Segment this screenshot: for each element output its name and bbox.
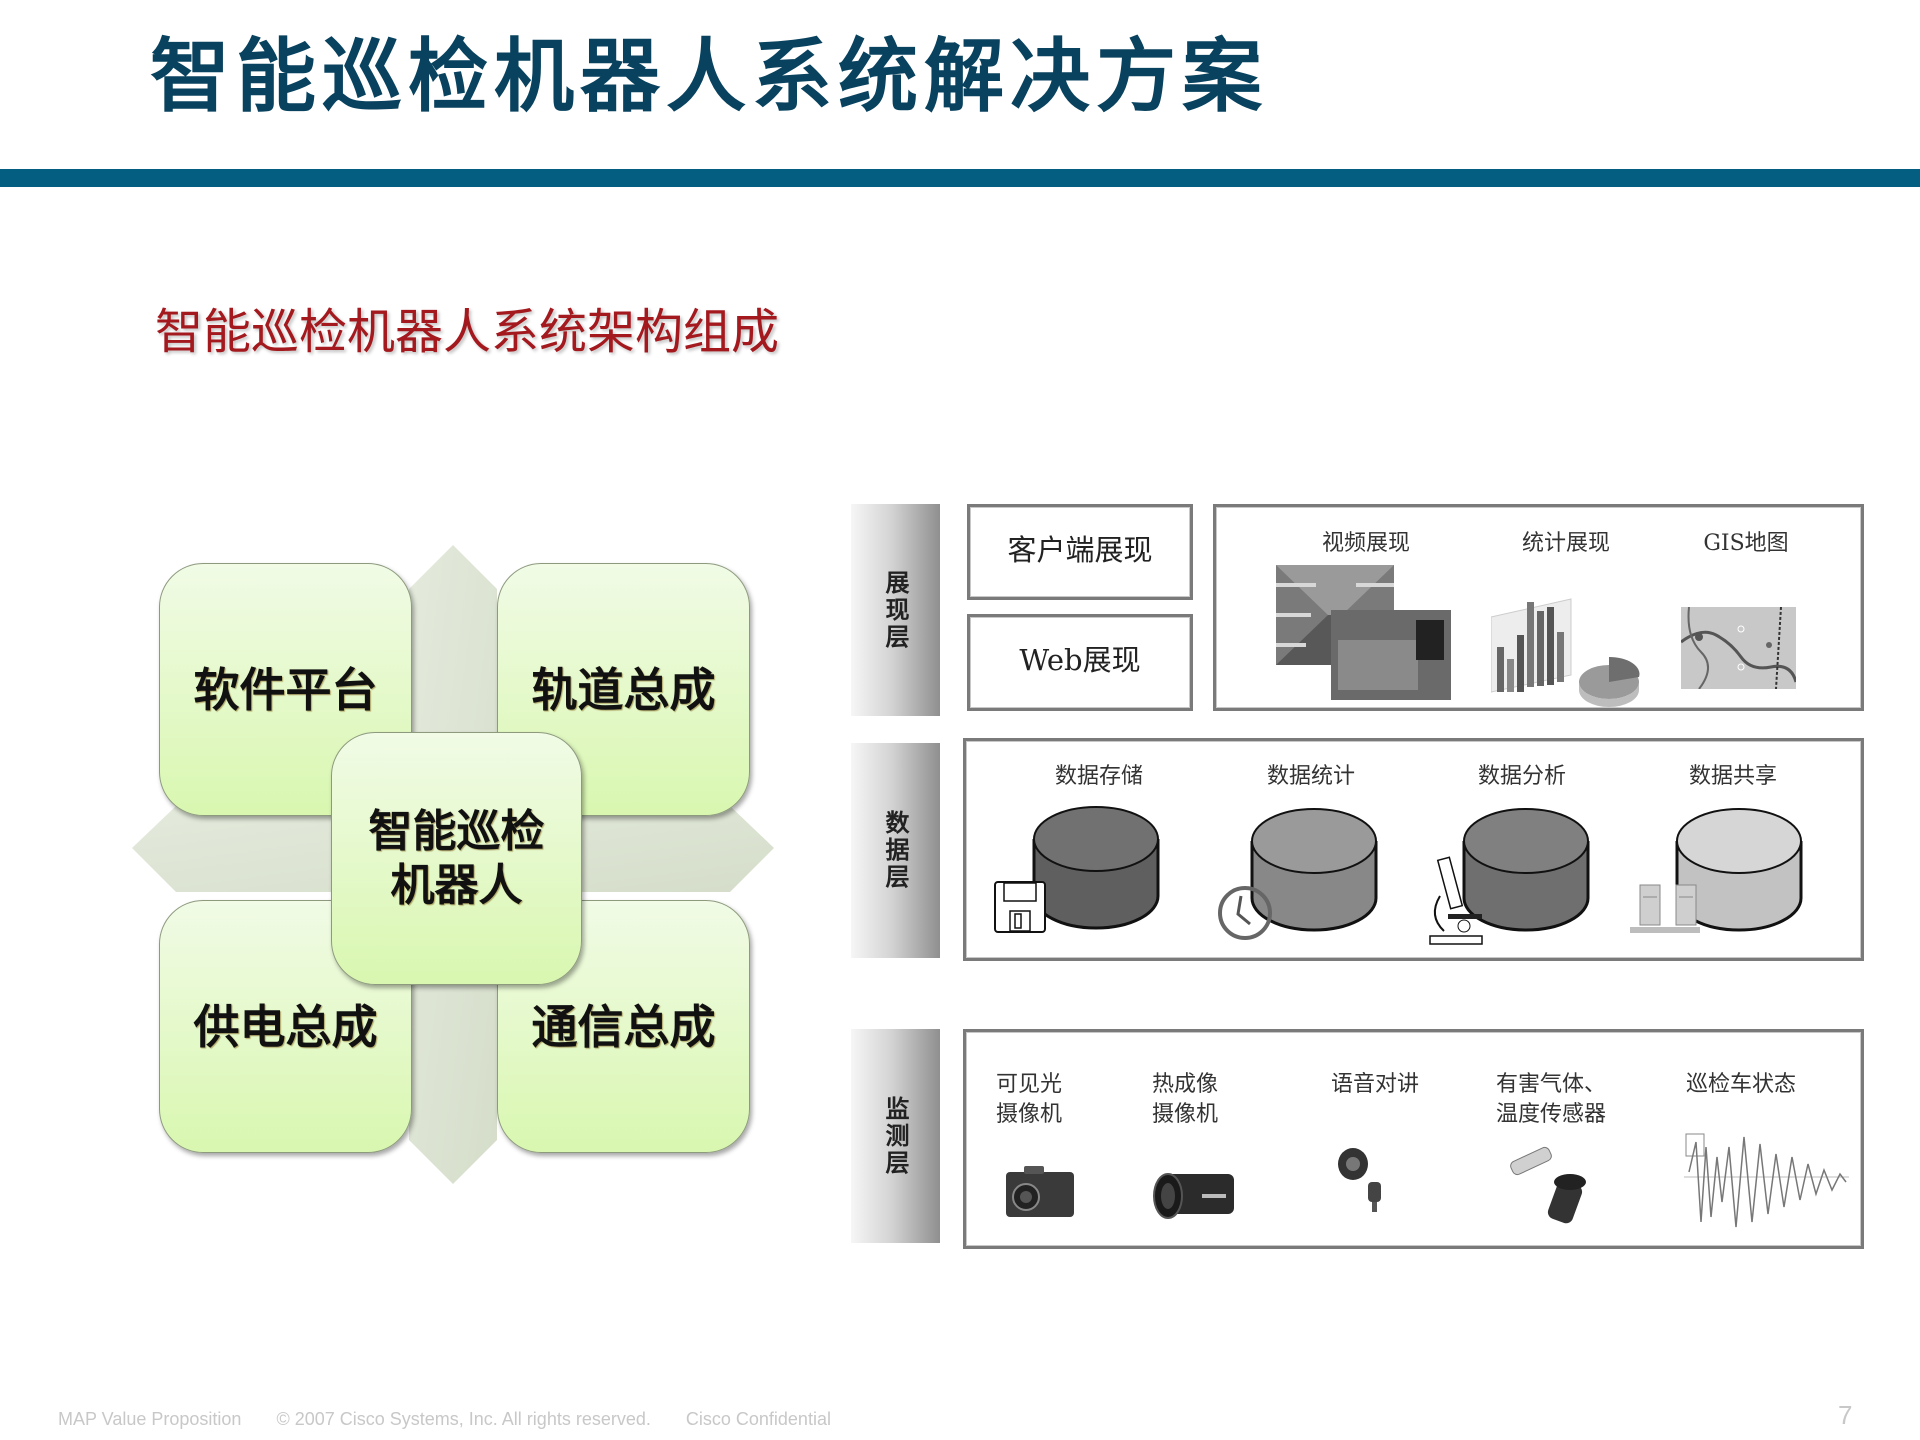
video-display-label: 视频展现 [1321, 531, 1410, 556]
web-display-label: Web展现 [1019, 643, 1141, 677]
footer-copyright: © 2007 Cisco Systems, Inc. All rights re… [276, 1409, 651, 1429]
client-display-label: 客户端展现 [1007, 533, 1153, 567]
monitoring-layer-box: 可见光 摄像机 热成像 摄像机 语音对讲 有害气体、 温度传感器 巡检车状态 [963, 1029, 1864, 1249]
label-line2: 摄像机 [1152, 1102, 1219, 1127]
video-thumbnail-icon [1276, 565, 1451, 700]
web-display-box: Web展现 [967, 614, 1193, 711]
thermal-camera-label: 热成像 摄像机 [1152, 1070, 1232, 1130]
label-line1: 语音对讲 [1331, 1072, 1420, 1097]
voice-intercom-label: 语音对讲 [1331, 1070, 1431, 1100]
label-line2: 摄像机 [996, 1102, 1063, 1127]
footer-classification: Cisco Confidential [685, 1409, 831, 1429]
data-storage-label: 数据存储 [1054, 764, 1143, 789]
layer-label-presentation: 展现层 [851, 504, 940, 716]
clock-icon [1218, 886, 1272, 940]
data-sharing-label: 数据共享 [1688, 764, 1777, 789]
header-divider-bar [0, 169, 1920, 187]
servers-icon [1630, 884, 1700, 933]
visible-light-camera-label: 可见光 摄像机 [996, 1070, 1076, 1130]
data-layer-box: 数据存储 数据统计 数据分析 数据共享 [963, 738, 1864, 961]
statistics-cylinder-icon [1250, 808, 1378, 932]
slide-title: 智能巡检机器人系统解决方案 [150, 29, 1268, 123]
presentation-views-box: 视频展现 统计展现 GIS地图 [1213, 504, 1864, 711]
label-line2: 温度传感器 [1496, 1102, 1607, 1127]
statistics-display-label: 统计展现 [1521, 531, 1610, 556]
box-camera-icon [1006, 1166, 1074, 1217]
statistics-chart-icon [1491, 598, 1640, 707]
power-supply-assembly-label: 供电总成 [193, 999, 378, 1054]
client-display-box: 客户端展现 [967, 504, 1193, 600]
data-statistics-label: 数据统计 [1266, 764, 1355, 789]
speaker-microphone-icon [1338, 1148, 1381, 1212]
waveform-icon [1684, 1133, 1849, 1228]
sensor-icon [1510, 1146, 1586, 1224]
layer-name: 展现层 [881, 569, 909, 651]
track-assembly-label: 轨道总成 [531, 662, 716, 717]
label-line1: 可见光 [996, 1072, 1063, 1097]
footer-product: MAP Value Proposition [58, 1409, 242, 1429]
label-line1: 热成像 [1152, 1072, 1219, 1097]
footer: MAP Value Proposition © 2007 Cisco Syste… [58, 1409, 861, 1430]
page-number: 7 [1838, 1400, 1853, 1430]
gis-map-icon [1681, 607, 1796, 689]
vehicle-status-label: 巡检车状态 [1686, 1070, 1816, 1100]
layer-label-monitoring: 监测层 [851, 1029, 940, 1243]
thermal-camera-icon [1153, 1173, 1234, 1219]
center-label-line2: 机器人 [390, 859, 523, 911]
layer-name: 数据层 [881, 810, 909, 891]
inspection-robot-center-box: 智能巡检 机器人 [331, 732, 582, 985]
layer-name: 监测层 [881, 1095, 909, 1177]
gis-map-label: GIS地图 [1703, 531, 1789, 556]
gas-temperature-sensor-label: 有害气体、 温度传感器 [1496, 1070, 1626, 1130]
track-assembly-box: 轨道总成 [497, 563, 750, 816]
layer-label-data: 数据层 [851, 743, 940, 958]
software-platform-label: 软件平台 [193, 662, 378, 717]
floppy-disk-icon [994, 881, 1046, 933]
data-analysis-label: 数据分析 [1477, 764, 1566, 789]
label-line1: 有害气体、 [1496, 1072, 1607, 1097]
microscope-icon [1429, 856, 1483, 945]
communication-assembly-label: 通信总成 [531, 999, 716, 1054]
label-line1: 巡检车状态 [1686, 1072, 1797, 1097]
center-label-line1: 智能巡检 [368, 805, 545, 857]
analysis-cylinder-icon [1462, 808, 1590, 932]
section-subtitle: 智能巡检机器人系统架构组成 [155, 304, 780, 360]
storage-cylinder-icon [1032, 806, 1160, 930]
